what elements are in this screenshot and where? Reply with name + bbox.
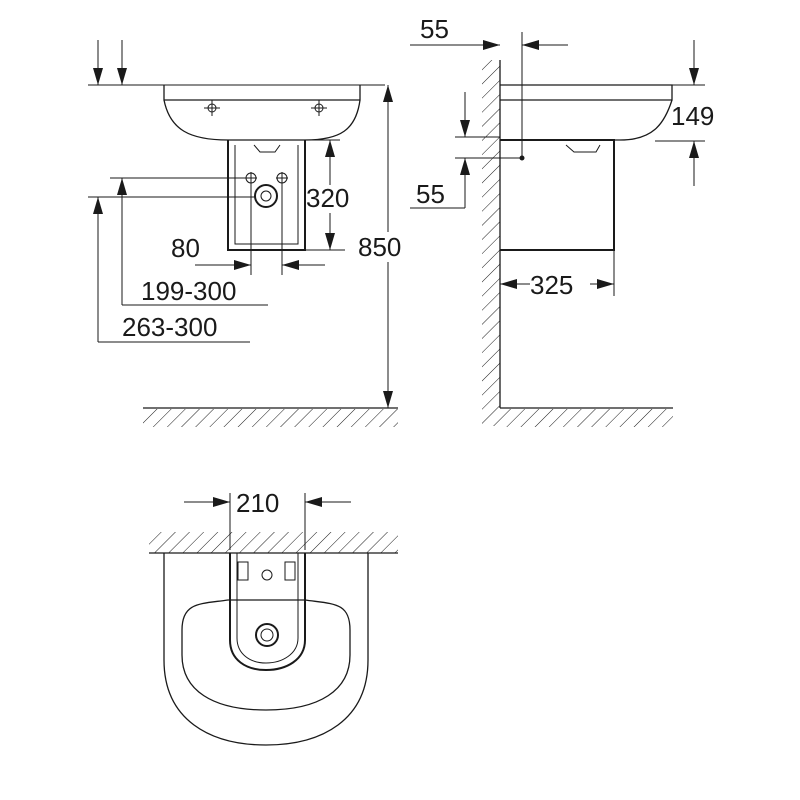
- front-shroud: [227, 140, 306, 251]
- top-shroud: [229, 553, 306, 672]
- front-basin-outline: [163, 85, 361, 141]
- dim-55-top-label: 55: [420, 14, 449, 44]
- fixing-hole-icon: [261, 569, 273, 581]
- bracket-left-icon: [237, 561, 249, 581]
- dim-263-300-label: 263-300: [122, 312, 217, 342]
- side-basin-outline: [500, 84, 673, 141]
- tap-hole-left-icon: [204, 100, 220, 116]
- dim-149-label: 149: [671, 101, 714, 131]
- dim-199-300-label: 199-300: [141, 276, 236, 306]
- drain-inner-icon: [260, 628, 274, 642]
- tap-hole-right-icon: [311, 100, 327, 116]
- top-bowl-outline: [181, 599, 351, 711]
- front-view: 320 80 199-300 263-300 850: [88, 40, 401, 427]
- dim-80-label: 80: [171, 233, 200, 263]
- side-shroud: [500, 139, 615, 251]
- dim-850-label: 850: [358, 232, 401, 262]
- waste-outlet-icon: [254, 184, 278, 208]
- dim-320-label: 320: [306, 183, 349, 213]
- dim-325-label: 325: [530, 270, 573, 300]
- top-view: 210: [149, 488, 398, 746]
- dim-210-label: 210: [236, 488, 279, 518]
- top-basin-outline: [163, 553, 369, 746]
- bracket-right-icon: [284, 561, 296, 581]
- dim-55-side-label: 55: [416, 179, 445, 209]
- side-view: 55 55 149 325: [410, 14, 714, 427]
- drain-outer-icon: [255, 623, 279, 647]
